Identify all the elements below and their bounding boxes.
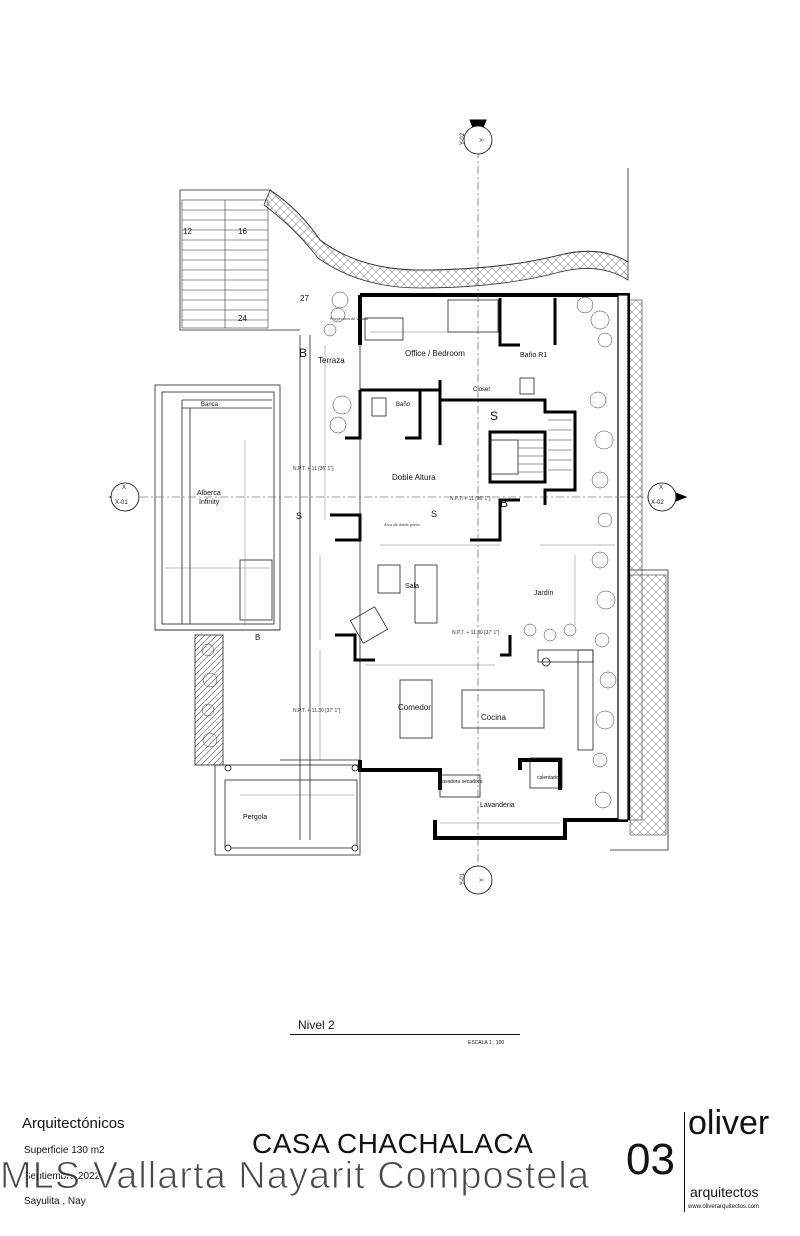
axis-label-y-bottom: Y <box>480 877 487 883</box>
room-comedor: Comedor <box>398 703 431 712</box>
room-infinity: Infinity <box>199 499 220 506</box>
grid-markers <box>108 119 688 891</box>
axis-label-y-top: Y <box>480 137 487 143</box>
room-alberca: Alberca <box>197 490 221 497</box>
room-office-bedroom: Office / Bedroom <box>405 349 465 358</box>
room-closet: Closet <box>473 387 491 393</box>
location-label: Sayulita , Nay <box>24 1196 86 1207</box>
room-banca: Banca <box>201 402 219 408</box>
room-doble-altura: Doble Altura <box>392 473 436 482</box>
firm-logo-sub: arquitectos <box>690 1184 759 1200</box>
section-marker-s2: S <box>296 511 303 521</box>
room-calentador: calentador <box>537 775 561 781</box>
internal-stair <box>518 419 572 473</box>
stone-band-east <box>629 574 667 836</box>
room-sala: Sala <box>405 583 420 590</box>
axis-label-x01: X-01 <box>115 500 128 506</box>
level-npt-comedor: N.P.T. + 11.30 [37' 1"] <box>293 708 341 714</box>
grid-marker-circles <box>110 125 677 895</box>
level-npt-upper: N.P.T. + 11 [36' 1"] <box>293 466 334 472</box>
room-lavadora-secadora: lavadora secadora <box>441 779 483 785</box>
section-marker-s3: S <box>431 509 438 519</box>
area-label: Superficie 130 m2 <box>24 1145 105 1156</box>
firm-logo-name: oliver <box>688 1104 770 1142</box>
section-marker-s1: S <box>490 409 499 423</box>
level-title: Nivel 2 <box>298 1018 335 1032</box>
level-title-underline <box>290 1034 520 1035</box>
level-npt-sala: N.P.T. + 11.30 [37' 1"] <box>452 630 500 636</box>
stair-number-24: 24 <box>238 314 247 323</box>
section-title: Arquitectónicos <box>22 1115 125 1132</box>
planting <box>201 291 617 809</box>
east-wall-fill <box>617 294 629 821</box>
retaining-wall <box>263 189 629 289</box>
annotation-arco: Arco de doble punto <box>384 522 420 527</box>
logo-divider <box>684 1112 685 1212</box>
stair-number-16: 16 <box>238 227 247 236</box>
section-marker-b2: B <box>500 496 509 510</box>
grid-axes <box>140 150 650 870</box>
external-stair <box>181 199 269 329</box>
room-cocina: Cocina <box>481 713 506 722</box>
watermark: MLS Vallarta Nayarit Compostela <box>0 1155 590 1198</box>
level-npt-upper-2: N.P.T. + 11 [36' 1"] <box>450 496 491 502</box>
axis-label-x02: X-02 <box>651 500 664 506</box>
stair-number-27: 27 <box>300 294 309 303</box>
firm-website: www.oliverarquitectos.com <box>688 1204 760 1210</box>
room-pergola: Pergola <box>243 814 268 821</box>
dimension-lines <box>165 331 615 824</box>
axis-label-x-right: X <box>659 485 664 491</box>
scale-label: ESCALA 1 : 100 <box>468 1040 505 1046</box>
stair-number-12: 12 <box>183 227 192 236</box>
section-marker-b3: B <box>255 633 261 642</box>
annotation-proyeccion: Proyección de volado <box>330 316 369 321</box>
project-title: CASA CHACHALACA <box>252 1128 534 1159</box>
room-terraza: Terraza <box>318 356 345 365</box>
room-jardin: Jardín <box>534 590 554 597</box>
furniture <box>349 299 594 798</box>
axis-label-x-left: X <box>122 485 127 491</box>
axis-label-y02: Y-02 <box>460 132 467 146</box>
sheet-number: 03 <box>626 1135 675 1184</box>
axis-label-y01: Y-01 <box>460 872 467 886</box>
pergola-posts <box>224 764 359 852</box>
room-bano-r1: Baño R1 <box>520 352 548 359</box>
date-label: Septiembre 2022 <box>24 1171 101 1182</box>
terrace-outline <box>154 335 361 856</box>
room-lavanderia: Lavanderia <box>480 802 515 809</box>
room-bano: Baño <box>396 402 411 408</box>
section-marker-b1: B <box>299 346 308 360</box>
